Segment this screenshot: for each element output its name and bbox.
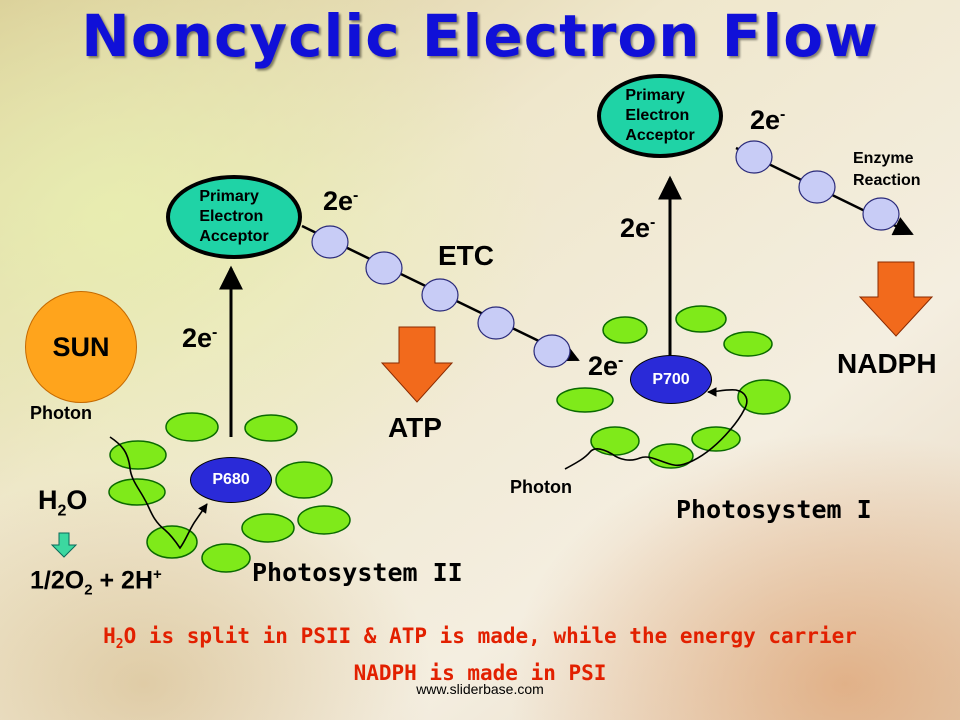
nadph-label: NADPH xyxy=(837,348,937,379)
psi-antenna-cluster xyxy=(556,305,791,469)
psii-acceptor-text: Primary Electron Acceptor xyxy=(199,188,269,245)
enzyme-reaction-label: Enzyme Reaction xyxy=(853,150,921,189)
electron-label-psi-entry: 2e- xyxy=(588,351,624,381)
etc-label: ETC xyxy=(438,240,494,271)
psi-antenna-pigment xyxy=(556,387,614,413)
caption-line-2: NADPH is made in PSI xyxy=(353,661,607,686)
psi-acceptor-text: Primary Electron Acceptor xyxy=(625,87,695,144)
sun-label: SUN xyxy=(52,331,110,362)
photosystem-ii-label: Photosystem II xyxy=(252,558,463,587)
atp-label: ATP xyxy=(388,412,442,443)
photon-label-psi: Photon xyxy=(510,477,572,497)
caption-line-1: H2O is split in PSII & ATP is made, whil… xyxy=(103,624,857,653)
psii-primary-electron-acceptor: Primary Electron Acceptor xyxy=(166,175,302,259)
psi-reaction-center: P700 xyxy=(630,355,712,404)
psii-photon-path xyxy=(109,436,208,550)
psi-antenna-pigment xyxy=(648,443,694,469)
psii-antenna-pigment xyxy=(165,412,219,442)
psii-antenna-pigment xyxy=(146,525,198,559)
electron-carrier xyxy=(862,197,900,231)
electron-carrier xyxy=(533,334,571,368)
psii-antenna-pigment xyxy=(244,414,298,442)
water-split-arrow xyxy=(50,532,78,558)
psii-antenna-pigment xyxy=(109,440,167,470)
psii-antenna-pigment xyxy=(275,461,333,499)
electron-carrier xyxy=(365,251,403,285)
p700-label: P700 xyxy=(652,370,690,388)
electron-label-enzyme: 2e- xyxy=(750,105,786,135)
electron-carrier xyxy=(311,225,349,259)
psi-antenna-pigment xyxy=(737,379,791,415)
page-title: Noncyclic Electron Flow xyxy=(81,2,879,70)
psi-antenna-pigment xyxy=(675,305,727,333)
electron-carrier xyxy=(421,278,459,312)
nadph-down-arrow xyxy=(858,261,934,337)
photon-label-psii: Photon xyxy=(30,403,92,423)
electron-carrier xyxy=(477,306,515,340)
water-label: H2O xyxy=(38,485,88,520)
psi-photon-path xyxy=(564,387,748,470)
psii-antenna-pigment xyxy=(297,505,351,535)
water-split-products: 1/2O2 + 2H+ xyxy=(30,566,162,599)
electron-label-etc-start: 2e- xyxy=(323,186,359,216)
electron-carrier xyxy=(735,140,773,174)
atp-down-arrow xyxy=(380,326,454,403)
psi-antenna-pigment xyxy=(723,331,773,357)
psii-antenna-pigment xyxy=(201,543,251,573)
electron-transport-chain xyxy=(301,224,580,368)
electron-carrier xyxy=(798,170,836,204)
psi-antenna-pigment xyxy=(602,316,648,344)
psii-reaction-center: P680 xyxy=(190,457,272,503)
psii-antenna-pigment xyxy=(108,478,166,506)
electron-label-psii-excite: 2e- xyxy=(182,323,218,353)
footer-url: www.sliderbase.com xyxy=(416,681,544,697)
psi-antenna-pigment xyxy=(691,426,741,452)
enzyme-reaction-chain xyxy=(735,140,914,236)
psi-antenna-pigment xyxy=(590,426,640,456)
psi-primary-electron-acceptor: Primary Electron Acceptor xyxy=(597,74,723,158)
psii-antenna-cluster xyxy=(108,412,351,573)
sun-icon: SUN xyxy=(25,291,137,403)
slide-caption: H2O is split in PSII & ATP is made, whil… xyxy=(0,622,960,688)
photosystem-i-label: Photosystem I xyxy=(676,495,872,524)
psii-antenna-pigment xyxy=(241,513,295,543)
electron-label-psi-excite: 2e- xyxy=(620,213,656,243)
p680-label: P680 xyxy=(212,471,250,488)
